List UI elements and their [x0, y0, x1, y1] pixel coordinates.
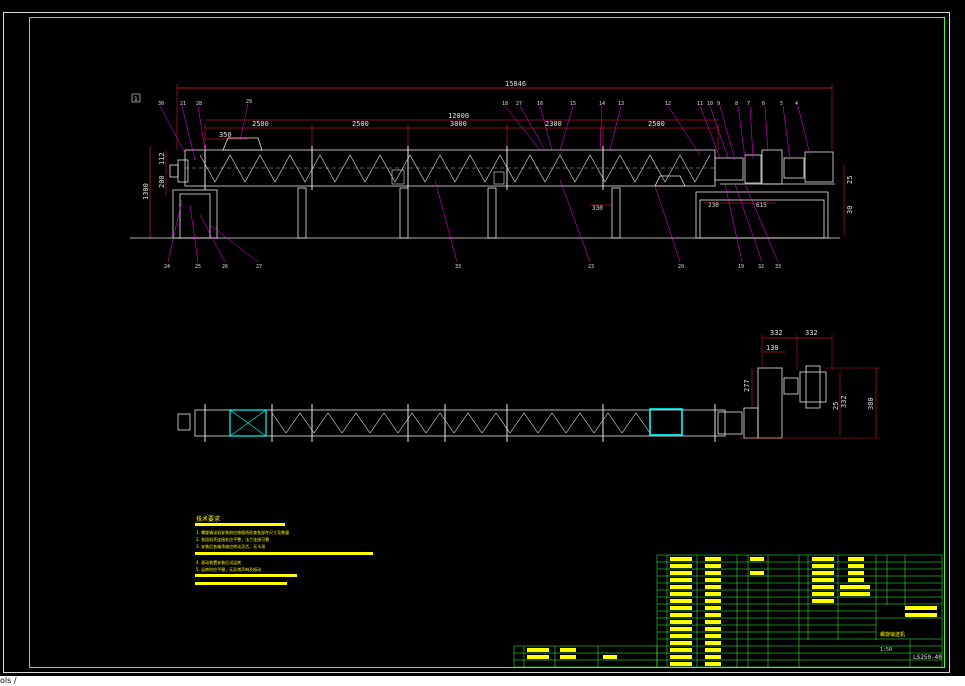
dim-section-1: 2500: [252, 120, 269, 128]
dim-section-4: 2300: [545, 120, 562, 128]
notes-line-3: 3. 安装后各轴承座应转动灵活，无卡滞: [196, 543, 265, 549]
part-label-t7: 15: [570, 101, 576, 107]
dim-section-5: 2500: [648, 120, 665, 128]
dim-section-3: 3000: [450, 120, 467, 128]
dim-plan-b: 332: [805, 329, 818, 337]
outer-frame: [3, 12, 950, 673]
part-label-t10: 12: [665, 101, 671, 107]
top-left-box: [131, 93, 141, 103]
top-left-box-label: 1: [134, 96, 138, 103]
dim-right-a: 25: [846, 176, 854, 184]
part-label-t18: 4: [795, 101, 798, 107]
part-label-t17: 5: [780, 101, 783, 107]
part-label-t2: 28: [196, 101, 202, 107]
part-label-b6: 20: [678, 264, 684, 270]
title-block-name: 螺旋输送机: [880, 631, 905, 638]
dim-plan-c: 130: [766, 344, 779, 352]
part-label-b9: 33: [775, 264, 781, 270]
part-label-t0: 30: [158, 101, 164, 107]
title-block-drawing-no: LS250-40: [913, 654, 942, 661]
part-label-b4: 33: [455, 264, 461, 270]
part-label-b7: 19: [738, 264, 744, 270]
part-label-t8: 14: [599, 101, 605, 107]
command-line[interactable]: ols /: [0, 676, 965, 686]
part-label-t9: 13: [618, 101, 624, 107]
elevation-view: 15846 2500 2500 3000 2300 2500 12000 350…: [130, 80, 854, 270]
part-label-t1: 21: [180, 101, 186, 107]
dim-right-b: 30: [846, 206, 854, 214]
title-block-scale: 1:50: [880, 647, 892, 653]
dim-plan-e: 25: [832, 402, 840, 410]
title-block: [513, 554, 943, 668]
notes-title: 技术要求: [196, 515, 220, 523]
part-label-t3: 29: [246, 99, 252, 105]
dim-inlet-offset: 350: [219, 131, 232, 139]
command-line-text: ols /: [0, 676, 17, 685]
part-label-b1: 25: [195, 264, 201, 270]
part-label-b5: 23: [588, 264, 594, 270]
dim-height-b: 112: [158, 152, 166, 165]
part-label-t13: 9: [717, 101, 720, 107]
dim-height-total: 1300: [142, 183, 150, 200]
part-label-t14: 8: [735, 101, 738, 107]
technical-notes: 技术要求 1. 螺旋输送机安装前应按图纸检查各部件尺寸及数量 2. 各段机壳连接…: [195, 515, 373, 585]
part-label-t5: 27: [516, 101, 522, 107]
outlet-box: [649, 408, 683, 436]
part-label-b2: 26: [222, 264, 228, 270]
dim-plan-d: 277: [743, 379, 751, 392]
part-label-t11: 11: [697, 101, 703, 107]
plan-view: 332 332 130 277 25 332 380: [177, 329, 880, 442]
part-label-t4: 18: [502, 101, 508, 107]
part-label-b0: 24: [164, 264, 170, 270]
notes-line-5: 5. 运转时应平稳，无异常声响及振动: [196, 566, 261, 572]
part-label-t16: 6: [762, 101, 765, 107]
part-label-t15: 7: [747, 101, 750, 107]
dim-bottom-b: 230: [708, 202, 719, 209]
part-label-t12: 10: [707, 101, 713, 107]
notes-line-1: 1. 螺旋输送机安装前应按图纸检查各部件尺寸及数量: [196, 529, 289, 535]
dim-plan-a: 332: [770, 329, 783, 337]
dim-plan-f: 332: [840, 395, 848, 408]
dim-plan-g: 380: [867, 397, 875, 410]
part-label-b8: 32: [758, 264, 764, 270]
dim-pitch-total: 12000: [448, 112, 469, 120]
notes-line-2: 2. 各段机壳连接处应平整，法兰连接可靠: [196, 536, 269, 542]
part-label-b3: 27: [256, 264, 262, 270]
parts-list-text: [527, 557, 937, 666]
dim-overall-length: 15846: [505, 80, 526, 88]
dim-section-2: 2500: [352, 120, 369, 128]
inlet-box: [229, 409, 267, 437]
notes-line-4: 4. 驱动装置安装后试运转: [196, 559, 241, 565]
inner-frame: [29, 17, 945, 668]
dim-height-a: 200: [158, 175, 166, 188]
part-label-t6: 16: [537, 101, 543, 107]
dim-bottom-a: 330: [592, 205, 603, 212]
dim-bottom-c: 615: [756, 202, 767, 209]
